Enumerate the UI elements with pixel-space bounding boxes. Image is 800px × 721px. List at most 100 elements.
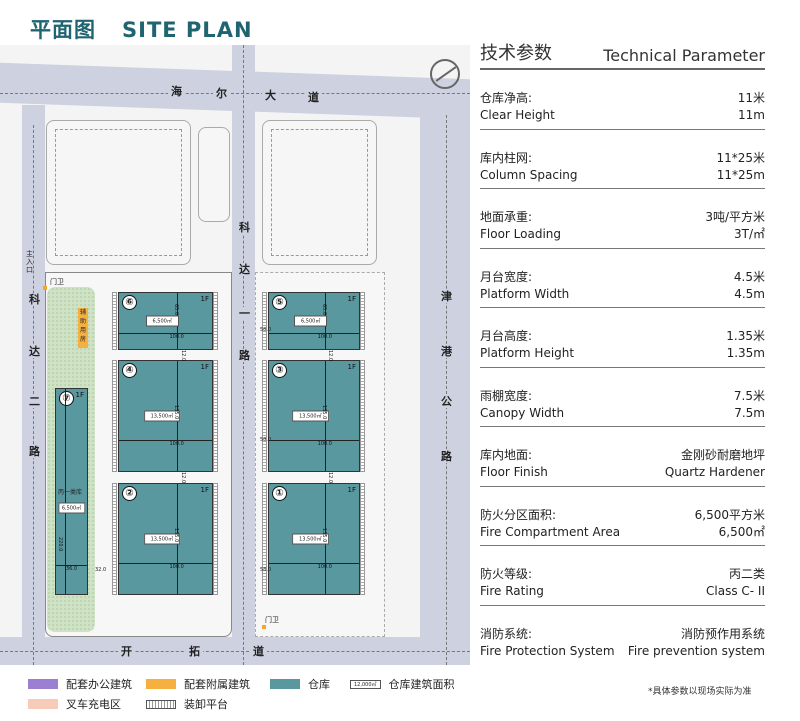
width-dimension: 36.0 [65,566,78,573]
title-en: SITE PLAN [122,18,253,42]
building-type-label: 丙一类库 [58,489,83,496]
legend-charging: 叉车充电区 [28,696,121,712]
legend-office: 配套办公建筑 [28,676,132,692]
road-label: 道 [305,91,322,104]
floor-label: 1F [200,363,209,371]
area-label: 13,500㎡ [292,533,329,545]
area-label: 13,500㎡ [143,410,181,422]
loading-platform [360,483,365,595]
row-gap-dimension: 12.0 [327,472,333,484]
param-value-zh: 11*25米 [716,150,765,165]
param-label-en: Fire Rating [480,584,544,598]
depth-dimension: 135.0 [320,528,327,543]
legend-label: 仓库 [308,678,330,691]
road-label: 拓 [186,645,203,658]
road-label: 尔 [213,87,230,100]
guard-label: 门卫 [50,278,64,286]
page-title: 平面图 SITE PLAN [30,14,279,44]
param-value-zh: 11米 [737,91,765,105]
param-label-en: Platform Height [480,346,575,360]
building-number: ③ [272,363,287,378]
param-value-en: 11m [738,108,765,122]
param-value-en: 11*25m [716,167,765,182]
dimension-label: 58.0 [260,437,272,443]
road-label: 路 [438,450,455,463]
road-label: 津 [438,290,455,303]
param-value-zh: 1.35米 [726,329,765,343]
param-label-zh: 库内地面: [480,448,533,462]
depth-dimension: 135.0 [320,405,327,420]
road-label: 一 [236,307,253,320]
loading-platform [262,483,267,595]
param-label-zh: 防火等级: [480,567,533,581]
depth-dimension: 135.0 [172,528,179,543]
road-label: 港 [438,345,455,358]
depth-dimension: 65.0 [172,304,179,316]
panel-title-en: Technical Parameter [603,46,765,65]
road-label: 大 [262,89,279,102]
legend-label: 叉车充电区 [66,698,121,711]
area-label: 6,500㎡ [294,315,328,327]
road-label: 公 [438,395,455,408]
param-value-en: 1.35m [726,346,765,360]
param-value-en: 3T/㎡ [733,227,765,241]
param-value-en: 7.5m [734,405,765,420]
road-label: 路 [26,445,43,458]
depth-dimension: 220.0 [57,536,64,551]
param-label-zh: 仓库净高: [480,91,533,105]
param-label-zh: 月台宽度: [480,269,533,284]
footnote: *具体参数以现场实际为准 [648,687,752,697]
empty-plot [46,120,191,265]
site-plan-map: 辅助用房 主入口 门卫 门卫 海 尔 大 道 科 达 一 路 科 达 二 路 津… [0,45,470,665]
road-label: 科 [26,293,43,306]
area-label: 13,500㎡ [143,533,181,545]
north-arrow-icon [430,59,460,89]
building-number: ⑥ [122,295,137,310]
floor-label: 1F [75,391,84,399]
depth-dimension: 65.0 [320,304,327,316]
param-value-en: Quartz Hardener [664,465,765,479]
param-value-zh: 6,500平方米 [694,507,765,522]
building-number: ④ [122,363,137,378]
loading-platform [213,292,218,350]
building-number: ② [122,486,137,501]
road-label: 二 [26,395,43,408]
legend-label: 配套办公建筑 [66,678,132,691]
loading-platform [360,360,365,472]
loading-platform [112,483,117,595]
main-entrance-label: 主入口 [26,250,33,274]
road-label: 海 [168,85,185,98]
param-value-zh: 金刚砂耐磨地坪 [680,448,765,462]
row-gap-dimension: 12.0 [180,472,186,484]
param-value-zh: 丙二类 [728,567,765,581]
title-zh: 平面图 [30,18,96,42]
area-label: 6,500㎡ [145,315,179,327]
param-label-zh: 月台高度: [480,329,533,343]
parameter-row: 防火等级: 丙二类 Fire Rating Class C- II [480,546,765,606]
param-label-zh: 消防系统: [480,626,533,641]
dimension-label: 58.0 [260,567,272,573]
guard-house [262,625,266,629]
aux-building: 辅助用房 [78,308,88,348]
floor-label: 1F [200,486,209,494]
param-value-en: Class C- II [706,584,765,598]
floor-label: 1F [347,486,356,494]
legend-label: 装卸平台 [184,698,228,711]
param-label-en: Fire Protection System [480,643,615,658]
row-gap-dimension: 12.0 [327,350,333,362]
building-number: ⑤ [272,295,287,310]
